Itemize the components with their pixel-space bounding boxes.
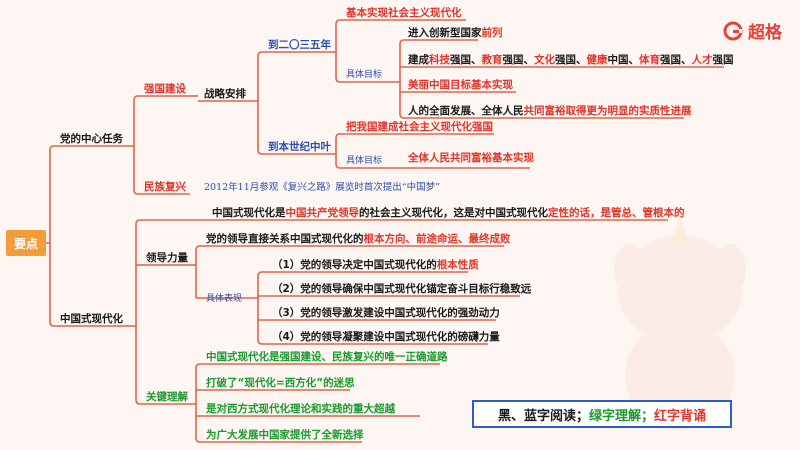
key-item-2: 打破了“现代化=西方化”的迷思: [206, 377, 355, 389]
item-common-prosperity: 人的全面发展、全体人民共同富裕取得更为明显的实质性进展: [408, 105, 692, 117]
brand-name: 超格: [748, 23, 782, 43]
detail-label-leadership: 具体表现: [206, 294, 243, 304]
brand-logo: 超格: [722, 18, 782, 43]
modernization-definition: 中国式现代化是中国共产党领导的社会主义现代化，这是对中国式现代化定性的话，是管总…: [212, 207, 685, 219]
leadership-line1: 党的领导直接关系中国式现代化的根本方向、前途命运、最终成败: [206, 233, 511, 245]
node-mid-century: 到本世纪中叶: [268, 141, 331, 153]
node-strategy: 战略安排: [204, 88, 246, 100]
leadership-item-3: （3）党的领导激发建设中国式现代化的强劲动力: [272, 307, 500, 319]
node-strong-nation: 强国建设: [144, 83, 186, 95]
legend-red: 红字背诵: [654, 408, 707, 424]
leadership-item-2: （2）党的领导确保中国式现代化锚定奋斗目标行稳致远: [272, 283, 532, 295]
detail-label-mid-century: 具体目标: [346, 156, 383, 166]
item-strong-countries: 建成科技强国、教育强国、文化强国、健康中国、体育强国、人才强国: [408, 54, 734, 66]
goal-2035: 基本实现社会主义现代化: [346, 7, 462, 19]
node-rejuvenation: 民族复兴: [144, 181, 186, 193]
brand-logo-icon: [723, 21, 743, 40]
detail-mid-century: 全体人民共同富裕基本实现: [408, 152, 534, 164]
color-legend: 黑、蓝字阅读；绿字理解；红字背诵: [472, 400, 732, 428]
node-by-2035: 到二〇三五年: [268, 39, 331, 51]
detail-label-2035: 具体目标: [346, 70, 383, 80]
node-central-task: 党的中心任务: [60, 133, 123, 145]
leadership-item-1: （1）党的领导决定中国式现代化的根本性质: [272, 259, 479, 271]
goal-mid-century: 把我国建成社会主义现代化强国: [346, 121, 493, 133]
key-item-4: 为广大发展中国家提供了全新选择: [206, 429, 364, 441]
node-key-understanding: 关键理解: [146, 391, 188, 403]
item-innovation: 进入创新型国家前列: [408, 27, 503, 39]
root-node: 要点: [6, 230, 46, 256]
leadership-item-4: （4）党的领导凝聚建设中国式现代化的磅礴力量: [272, 331, 500, 343]
legend-black-blue: 黑、蓝字阅读；: [497, 408, 589, 424]
legend-green: 绿字理解；: [588, 408, 654, 424]
rejuvenation-note: 2012年11月参观《复兴之路》展览时首次提出“中国梦”: [204, 182, 440, 193]
key-item-1: 中国式现代化是强国建设、民族复兴的唯一正确道路: [206, 351, 448, 363]
key-item-3: 是对西方式现代化理论和实践的重大超越: [206, 403, 395, 415]
node-leadership: 领导力量: [146, 252, 188, 264]
item-beautiful-china: 美丽中国目标基本实现: [408, 79, 513, 91]
node-modernization: 中国式现代化: [60, 313, 123, 325]
